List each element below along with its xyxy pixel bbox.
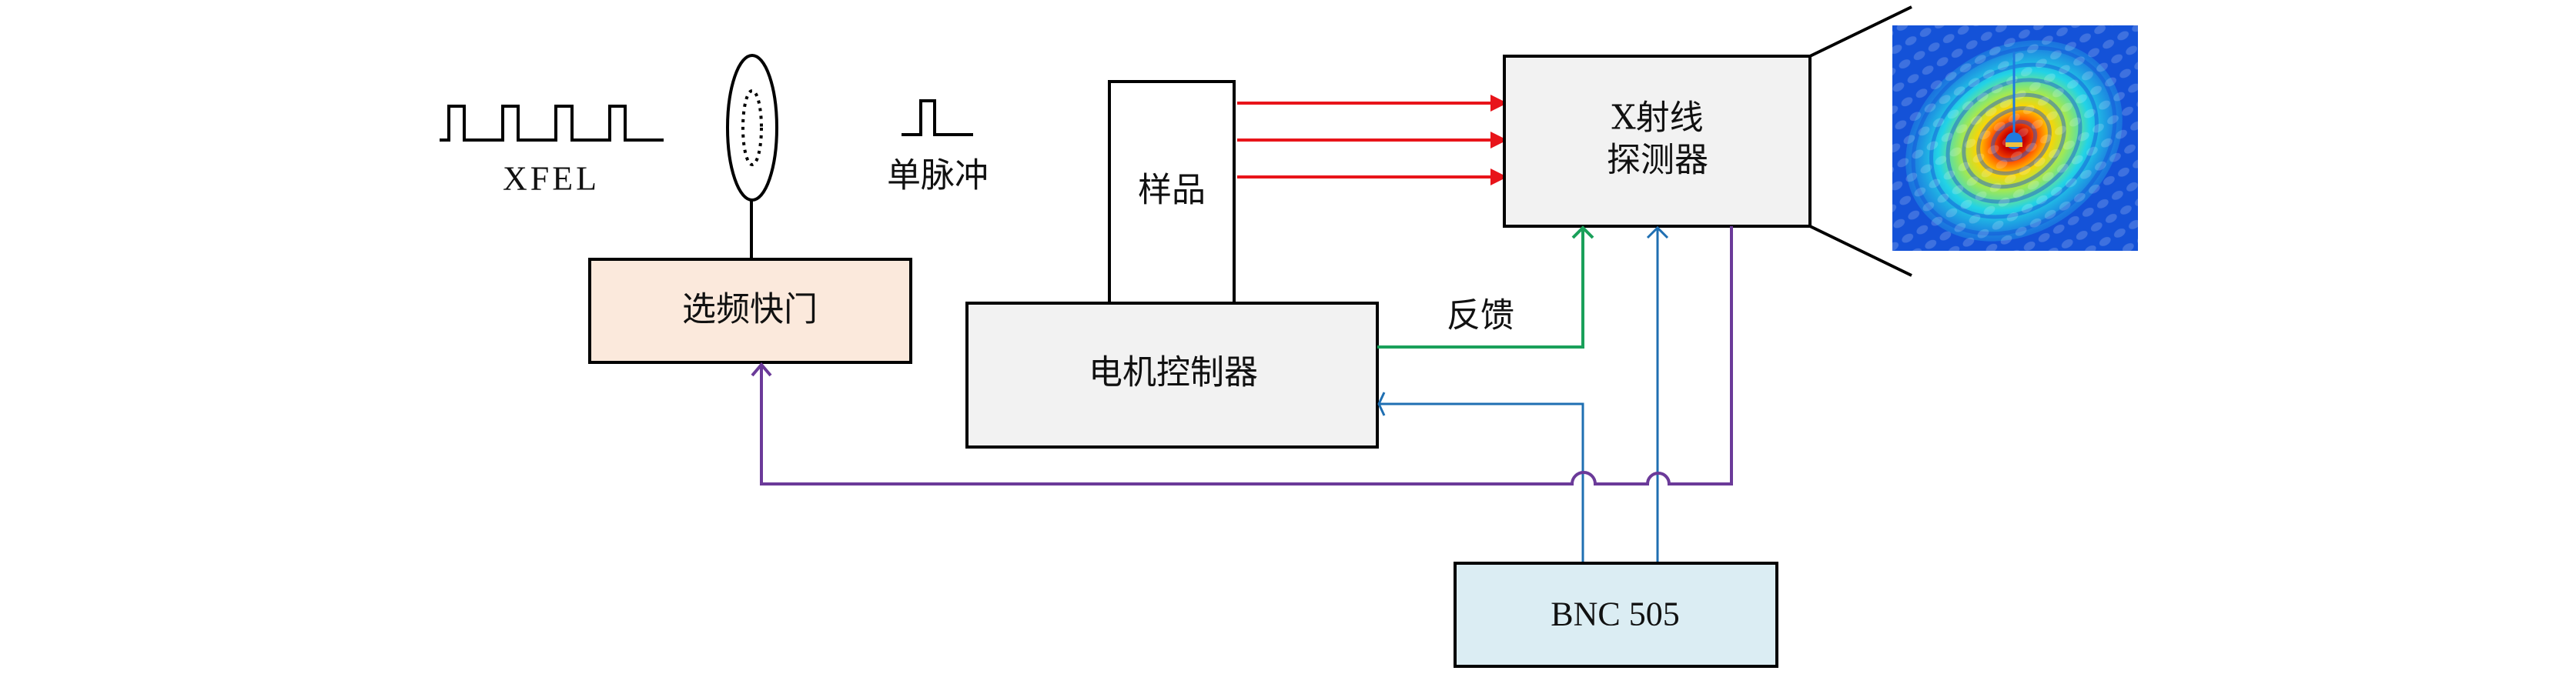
single-pulse-icon — [902, 99, 973, 136]
feedback-label: 反馈 — [1447, 296, 1514, 335]
shutter-box: 选频快门 — [588, 258, 912, 364]
beam-arrow — [1237, 168, 1507, 185]
gate-connection — [751, 226, 1733, 485]
single-pulse-label: 单脉冲 — [887, 156, 989, 195]
beam-arrows — [1237, 95, 1507, 185]
sample-label: 样品 — [1138, 171, 1206, 210]
shutter-label: 选频快门 — [682, 290, 818, 329]
motor-controller-box: 电机控制器 — [965, 302, 1379, 449]
projection-line-bottom — [1809, 225, 1912, 277]
shutter-box-rect — [588, 258, 912, 364]
diffraction-pattern-image — [1892, 25, 2138, 251]
beam-arrow — [1237, 95, 1507, 112]
motor-controller-rect — [965, 302, 1379, 449]
bnc-label: BNC 505 — [1551, 596, 1679, 633]
xfel-label: XFEL — [503, 160, 600, 198]
sample-box-rect — [1108, 80, 1236, 305]
trigger-connection-detector — [1646, 225, 1669, 563]
detector-label-line2: 探测器 — [1607, 141, 1708, 180]
xfel-pulse-train-icon — [440, 105, 664, 142]
beam-arrow — [1237, 132, 1507, 148]
trigger-connection-motor — [1377, 392, 1584, 563]
detector-label-line1: X射线 — [1611, 98, 1703, 138]
motor-controller-label: 电机控制器 — [1089, 353, 1258, 392]
feedback-connection — [1377, 225, 1594, 349]
shutter-aperture-icon — [726, 54, 778, 259]
detector-rect — [1503, 55, 1812, 228]
detector-box: X射线 探测器 — [1503, 55, 1812, 228]
bnc-505-box: BNC 505 — [1454, 562, 1778, 668]
sample-box: 样品 — [1108, 80, 1236, 305]
projection-line-top — [1809, 5, 1912, 58]
bnc-rect — [1454, 562, 1778, 668]
